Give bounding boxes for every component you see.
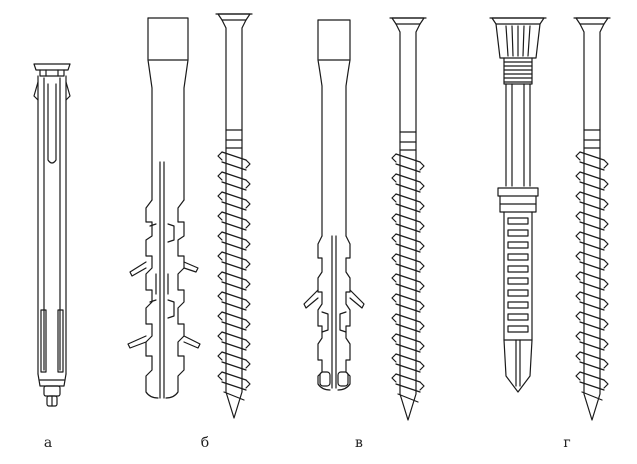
screw-2 (389, 17, 427, 421)
frame-anchor-sleeve-a (33, 63, 71, 407)
screw-1-threads (217, 151, 251, 401)
caption-g: г (563, 435, 570, 451)
screw-3 (573, 17, 611, 421)
frame-dowel-v (303, 19, 365, 391)
ribbed-anchor-g (489, 17, 547, 393)
caption-a: а (44, 435, 52, 451)
frame-dowel-b (127, 17, 201, 399)
caption-v: в (355, 435, 363, 451)
caption-b: б (201, 435, 209, 451)
screw-1 (215, 13, 253, 419)
